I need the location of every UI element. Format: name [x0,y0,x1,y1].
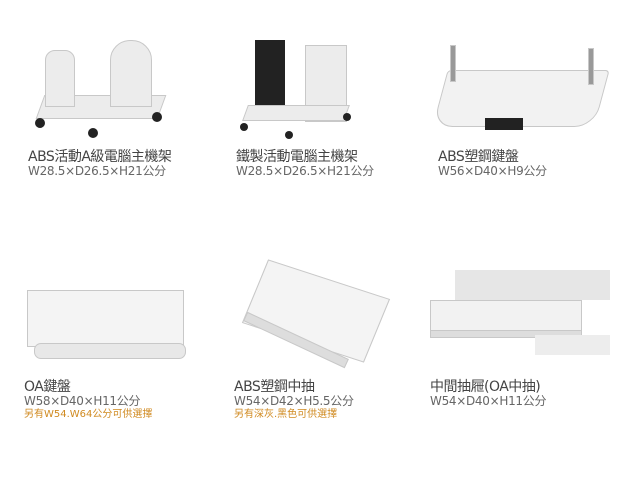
product-image [430,40,610,140]
product-dimensions: W56×D40×H9公分 [438,164,547,178]
product-image [225,259,395,375]
product-dimensions: W28.5×D26.5×H21公分 [236,164,374,178]
product-image [235,35,365,145]
product-image [425,270,610,365]
product-dimensions: W54×D42×H5.5公分 [234,394,354,408]
product-note: 另有深灰.黑色可供選擇 [234,409,338,420]
product-name: ABS活動A級電腦主機架 [28,149,172,165]
product-dimensions: W54×D40×H11公分 [430,394,547,408]
product-image [22,285,192,370]
product-image [30,40,170,140]
product-note: 另有W54.W64公分可供選擇 [24,409,153,420]
product-dimensions: W28.5×D26.5×H21公分 [28,164,166,178]
product-dimensions: W58×D40×H11公分 [24,394,141,408]
product-name: OA鍵盤 [24,379,71,395]
product-name: 中間抽屜(OA中抽) [430,379,541,395]
product-name: 鐵製活動電腦主機架 [236,149,358,165]
product-name: ABS塑鋼鍵盤 [438,149,519,165]
product-name: ABS塑鋼中抽 [234,379,315,395]
